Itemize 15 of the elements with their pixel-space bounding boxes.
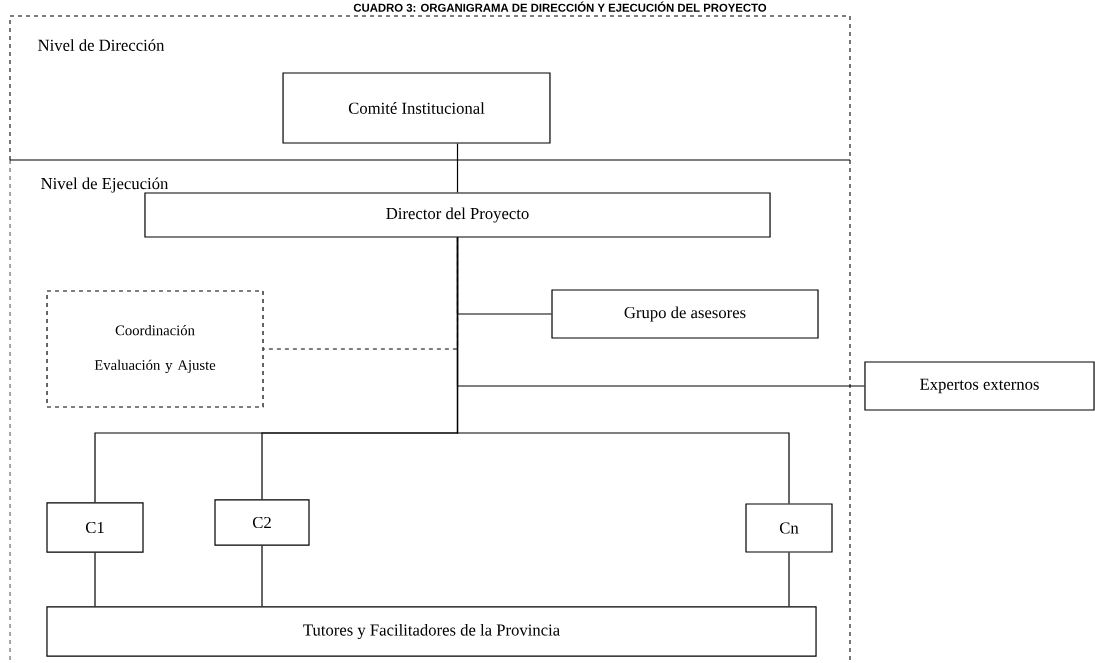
org-box: C1 [46, 502, 144, 553]
org-box: Director del Proyecto [144, 192, 771, 238]
connector-line [788, 552, 790, 607]
connector-line [456, 143, 459, 193]
connector-line [261, 545, 263, 607]
dashed-box: Coordinación Evaluación y Ajuste [46, 290, 264, 408]
org-box: C2 [214, 499, 310, 546]
org-box: Expertos externos [864, 361, 1095, 411]
org-box: Grupo de asesores [551, 289, 819, 339]
connector-line [94, 552, 96, 607]
org-box: Comité Institucional [282, 72, 551, 144]
org-box: Tutores y Facilitadores de la Provincia [46, 606, 817, 657]
title: CUADRO 3: ORGANIGRAMA DE DIRECCIÓN Y EJECUCIÓN DEL PROYECTO [353, 1, 767, 12]
connector-line [456, 237, 790, 504]
org-box: Cn [745, 503, 833, 553]
